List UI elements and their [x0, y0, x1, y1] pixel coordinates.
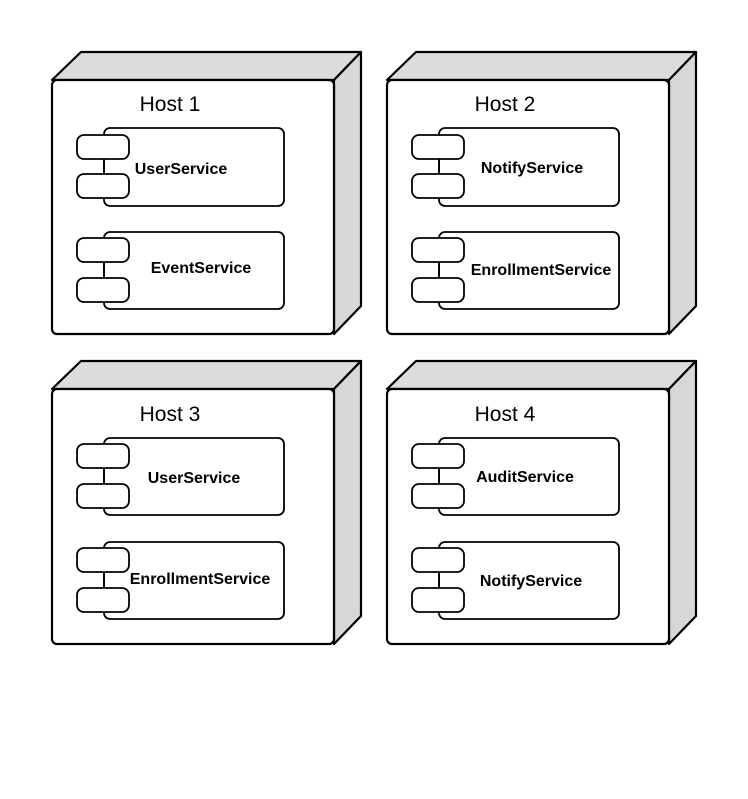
- host-node-1: Host 1 UserService EventService: [50, 50, 363, 336]
- component-port-icon: [411, 443, 465, 469]
- node-top-face: [385, 359, 698, 391]
- component-label: NotifyService: [481, 160, 583, 177]
- component-label: EnrollmentService: [471, 262, 612, 279]
- component-port-icon: [76, 173, 130, 199]
- component-label: EnrollmentService: [130, 571, 271, 588]
- component-port-icon: [76, 134, 130, 160]
- component-user-service: UserService: [76, 437, 285, 516]
- node-side-face: [332, 50, 363, 336]
- host-node-4: Host 4 AuditService NotifyService: [385, 359, 698, 646]
- component-port-icon: [411, 237, 465, 263]
- component-event-service: EventService: [76, 231, 285, 310]
- component-label: UserService: [135, 161, 228, 178]
- component-user-service: UserService: [76, 127, 285, 207]
- component-port-icon: [76, 237, 130, 263]
- component-port-icon: [411, 547, 465, 573]
- component-label: NotifyService: [480, 573, 582, 590]
- component-port-icon: [411, 587, 465, 613]
- host-label: Host 1: [140, 93, 201, 116]
- host-node-2: Host 2 NotifyService EnrollmentService: [385, 50, 698, 336]
- host-label: Host 2: [475, 93, 536, 116]
- node-top-face: [385, 50, 698, 82]
- component-port-icon: [411, 173, 465, 199]
- component-notify-service: NotifyService: [411, 541, 620, 620]
- component-notify-service: NotifyService: [411, 127, 620, 207]
- node-side-face: [332, 359, 363, 646]
- component-port-icon: [411, 277, 465, 303]
- component-port-icon: [76, 483, 130, 509]
- component-audit-service: AuditService: [411, 437, 620, 516]
- host-node-3: Host 3 UserService EnrollmentService: [50, 359, 363, 646]
- node-top-face: [50, 50, 363, 82]
- component-label: EventService: [151, 260, 252, 277]
- component-label: UserService: [148, 470, 241, 487]
- host-label: Host 4: [475, 403, 536, 426]
- node-side-face: [667, 359, 698, 646]
- component-enrollment-service: EnrollmentService: [76, 541, 285, 620]
- component-port-icon: [76, 443, 130, 469]
- component-port-icon: [76, 547, 130, 573]
- component-port-icon: [76, 277, 130, 303]
- node-top-face: [50, 359, 363, 391]
- component-label: AuditService: [476, 469, 574, 486]
- node-side-face: [667, 50, 698, 336]
- host-label: Host 3: [140, 403, 201, 426]
- component-port-icon: [411, 483, 465, 509]
- component-enrollment-service: EnrollmentService: [411, 231, 620, 310]
- component-port-icon: [76, 587, 130, 613]
- component-port-icon: [411, 134, 465, 160]
